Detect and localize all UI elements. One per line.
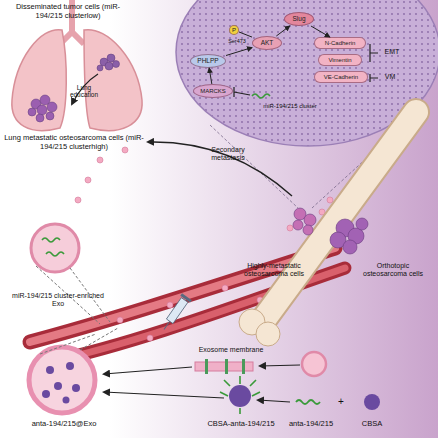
text-label: Highly-metastatic osteosarcoma cells [238, 262, 310, 278]
pathway-connector [311, 26, 330, 37]
leader-line [40, 334, 96, 354]
text-label: Disseminated tumor cells (miR-194/215 cl… [6, 3, 130, 20]
syringe [159, 293, 192, 333]
leader-line [80, 328, 118, 350]
text-label: Secondary metastasis [196, 146, 260, 162]
left-lung [12, 30, 66, 131]
text-label: anta-194/215 [284, 420, 338, 429]
cbsa-anta-complex [220, 376, 260, 414]
node-text: AKT [261, 40, 274, 47]
bone [262, 112, 416, 322]
text-label: Exosome membrane [192, 346, 270, 354]
text-label: Orthotopic osteosarcoma cells [360, 262, 426, 278]
bracket [370, 44, 378, 82]
node-text: N-Cadherin [325, 40, 356, 46]
bone-outline [262, 112, 416, 322]
pathway-connector [239, 32, 252, 37]
metastatic-tumor [293, 208, 316, 235]
text-label: CBSA-anta-194/215 [196, 420, 286, 429]
text-label: Lung education [64, 84, 104, 99]
pathway-node: VE-Cadherin [314, 71, 368, 83]
process-arrow [260, 365, 300, 366]
pathway-node: PHLPP [190, 54, 226, 68]
pathway-node: Vimentin [318, 54, 362, 66]
node-text: VE-Cadherin [324, 74, 358, 80]
metastasis-arrow [148, 142, 292, 196]
text-label: miR-194/215 cluster [248, 103, 332, 110]
exosome [302, 352, 326, 376]
node-text: MARCKS [200, 88, 226, 94]
pathway-node: Slug [284, 12, 314, 26]
pathway-node: AKT [252, 36, 282, 50]
text-label: CBSA [352, 420, 392, 429]
membrane-proteins [205, 359, 245, 374]
right-lung [84, 30, 142, 131]
orthotopic-tumor [330, 218, 368, 254]
mirna-strand [42, 238, 64, 256]
node-text: Slug [292, 16, 305, 23]
process-arrow [104, 392, 224, 398]
text-label: anta-194/215@Exo [8, 420, 120, 429]
pathway-connector [276, 26, 289, 36]
text-label: Ser473 [222, 38, 252, 44]
node-text: Vimentin [328, 57, 351, 63]
process-arrow [104, 367, 192, 374]
node-text: PHLPP [197, 58, 218, 65]
text-label: + [334, 396, 348, 408]
mirna-strand [252, 94, 270, 98]
pathway-node: MARCKS [193, 84, 233, 98]
exosomes [75, 147, 333, 341]
enriched-exosome [31, 224, 79, 272]
cbsa-particle [364, 394, 380, 410]
inhibition-bar [234, 87, 250, 97]
metastatic-cells [28, 95, 57, 122]
pathway-connector [226, 48, 252, 56]
bone-head [256, 322, 280, 346]
disseminated-cells [97, 54, 120, 71]
text-label: Lung metastatic osteosarcoma cells (miR-… [4, 134, 144, 151]
pathway-node: P [229, 25, 239, 35]
engineered-exosome [29, 347, 95, 413]
text-label: VM [380, 73, 400, 81]
pathway-connector [209, 68, 212, 84]
process-arrow [258, 400, 290, 402]
node-text: P [232, 27, 236, 33]
text-label: miR-194/215 cluster-enriched Exo [6, 292, 110, 308]
text-label: EMT [380, 48, 404, 56]
antagomir [296, 400, 320, 404]
pathway-node: N-Cadherin [314, 37, 366, 49]
zoom-line [210, 125, 298, 208]
cbsa-complexes [42, 362, 80, 404]
